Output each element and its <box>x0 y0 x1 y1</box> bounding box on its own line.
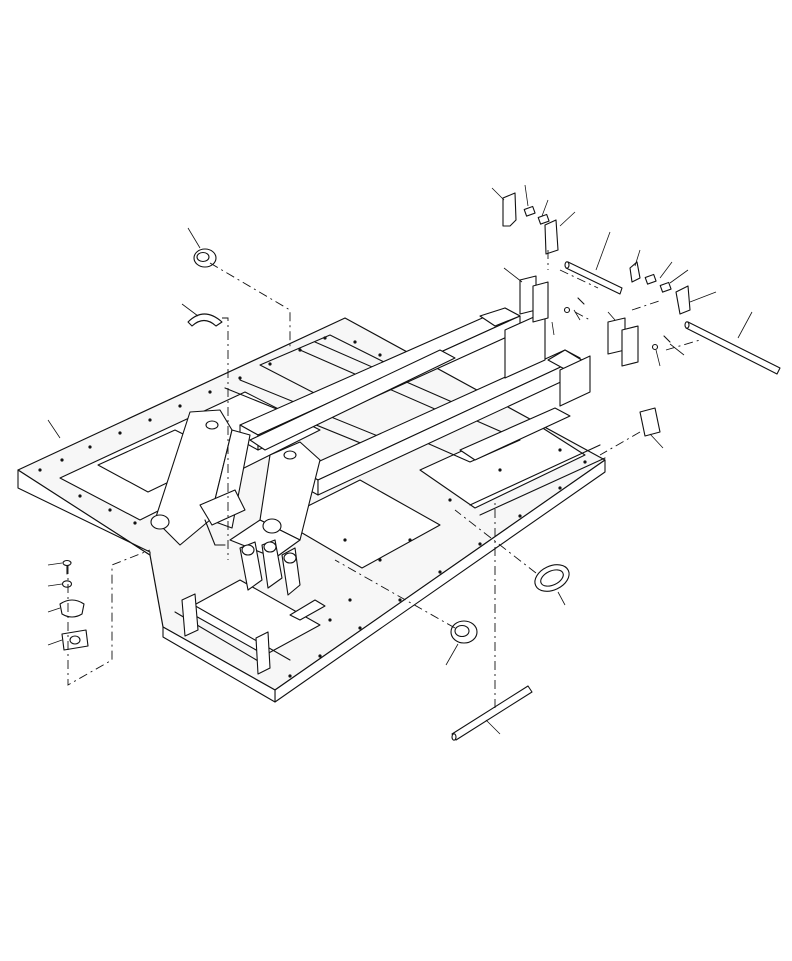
rear-plate-bracket-a <box>519 275 585 323</box>
cover-plate-right <box>639 407 661 437</box>
swing-bracket <box>181 539 301 675</box>
rod-upper <box>564 261 623 295</box>
washer-left <box>61 580 73 588</box>
boom-bracket <box>150 409 321 559</box>
leader-lines <box>47 184 753 735</box>
assembly-lines <box>67 250 701 708</box>
oval-ring-right <box>534 564 570 592</box>
rod-right <box>684 321 781 375</box>
flange-left <box>61 629 89 651</box>
upper-frame-rails <box>239 307 591 496</box>
small-bracket-b <box>629 261 691 315</box>
rear-plate-bracket-b <box>607 317 671 367</box>
bolt-left <box>62 559 72 575</box>
cap-left <box>59 599 85 618</box>
collar-center <box>450 620 478 644</box>
half-ring-left <box>187 313 223 327</box>
small-bracket-a <box>502 192 559 255</box>
collar-upper-left <box>193 248 217 268</box>
frame-bolt-holes <box>38 336 587 678</box>
rod-lower <box>451 685 533 741</box>
